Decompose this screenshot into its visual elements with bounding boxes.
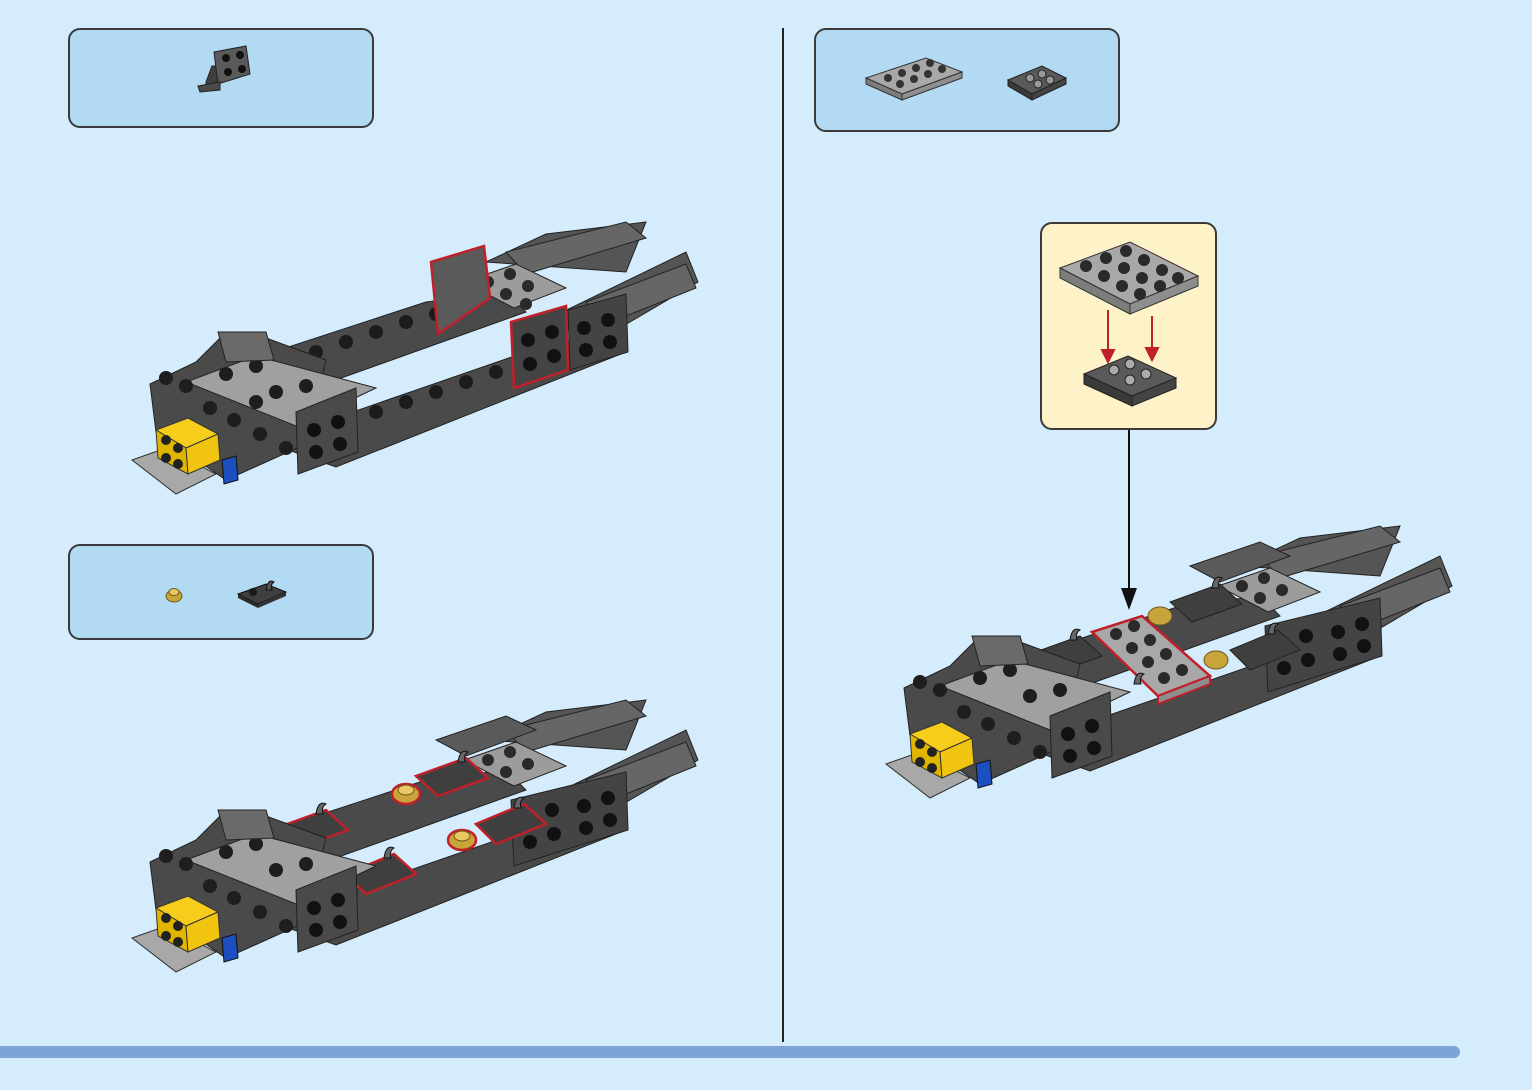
model-step-2: [126, 690, 706, 990]
inverted-plate-subassembly: [1084, 356, 1176, 406]
plate-2x4-subassembly: [1060, 242, 1198, 314]
parts-box-step-3: [814, 28, 1120, 132]
parts-box-step-2: [68, 544, 374, 640]
round-plate-icon: [166, 589, 182, 603]
sub-assembly-diagram: [1042, 224, 1215, 428]
clip-plate-icon: [238, 581, 286, 608]
parts-icons-step-3: [816, 30, 1122, 134]
plate-2x4-icon: [866, 58, 962, 100]
parts-box-step-1: [68, 28, 374, 128]
parts-icons-step-2: [70, 546, 376, 642]
model-step-3: [880, 516, 1460, 816]
inverted-plate-icon: [1008, 66, 1066, 100]
sub-assembly-callout: [1040, 222, 1217, 430]
assembly-arrows: [1102, 310, 1158, 362]
progress-bar: [0, 1046, 1460, 1058]
page-divider: [782, 28, 784, 1042]
model-step-1: [126, 212, 706, 512]
bracket-part-icon: [70, 30, 376, 130]
